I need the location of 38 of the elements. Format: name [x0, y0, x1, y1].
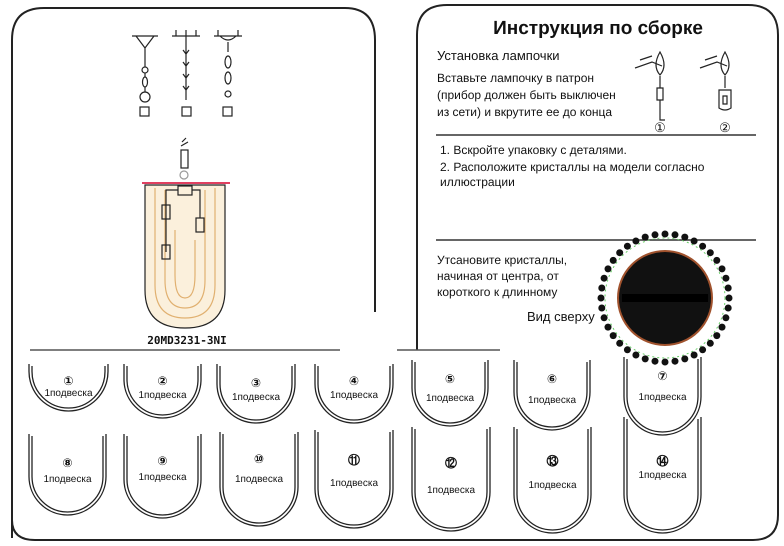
callout-number: ① [62, 374, 75, 388]
crystal-quantity: 1подвеска [527, 480, 578, 491]
callout-number: ⑧ [61, 456, 74, 470]
callout-number: ⑤ [444, 372, 456, 386]
callout-number: ⑥ [546, 372, 558, 386]
heading: Инструкция по сборке [492, 18, 704, 40]
crystal-quantity: 1подвеска [137, 472, 188, 483]
callout-number: ⑪ [347, 452, 361, 469]
crystal-quantity: 1подвеска [234, 474, 284, 485]
crystal-quantity: 1подвеска [424, 393, 476, 404]
crystal-quantity: 1подвеска [637, 470, 688, 481]
callout-number: ② [156, 374, 169, 388]
callout-number: ② [718, 121, 732, 136]
crystal-quantity: 1подвеска [637, 392, 688, 403]
crystal-quantity: 1подвеска [230, 392, 282, 403]
model-number: 20MD3231-3NI [146, 333, 228, 348]
crystal-quantity: 1подвеска [426, 485, 476, 496]
crystal-quantity: 1подвеска [328, 390, 380, 401]
callout-number: ④ [348, 374, 360, 388]
callout-number: ⑬ [546, 453, 560, 470]
crystal-quantity: 1подвеска [137, 390, 188, 401]
instruction-text: 2. Расположите кристаллы на модели согласно иллюстрации [440, 160, 706, 190]
instruction-text: Вставьте лампочку в патрон (прибор должен быть выключен из сети) и вкрутите ее до конца [437, 70, 617, 121]
callout-number: ⑭ [656, 453, 670, 470]
crystal-quantity: 1подвеска [43, 388, 94, 399]
callout-number: ③ [250, 376, 262, 390]
instruction-text: Утсановите кристаллы, начиная от центра, от короткого к длинному [437, 252, 568, 300]
crystal-quantity: 1подвеска [328, 478, 380, 489]
crystal-quantity: 1подвеска [526, 395, 578, 406]
view-caption: Вид сверху [527, 309, 596, 324]
callout-number: ⑨ [156, 454, 169, 468]
instruction-text: 1. Вскройте упаковку с деталями. [440, 143, 628, 158]
callout-number: ① [653, 121, 667, 136]
callout-number: ⑫ [444, 455, 458, 472]
crystal-quantity: 1подвеска [42, 474, 93, 485]
section-heading: Установка лампочки [437, 48, 561, 63]
callout-number: ⑩ [252, 452, 266, 466]
callout-number: ⑦ [656, 369, 669, 383]
